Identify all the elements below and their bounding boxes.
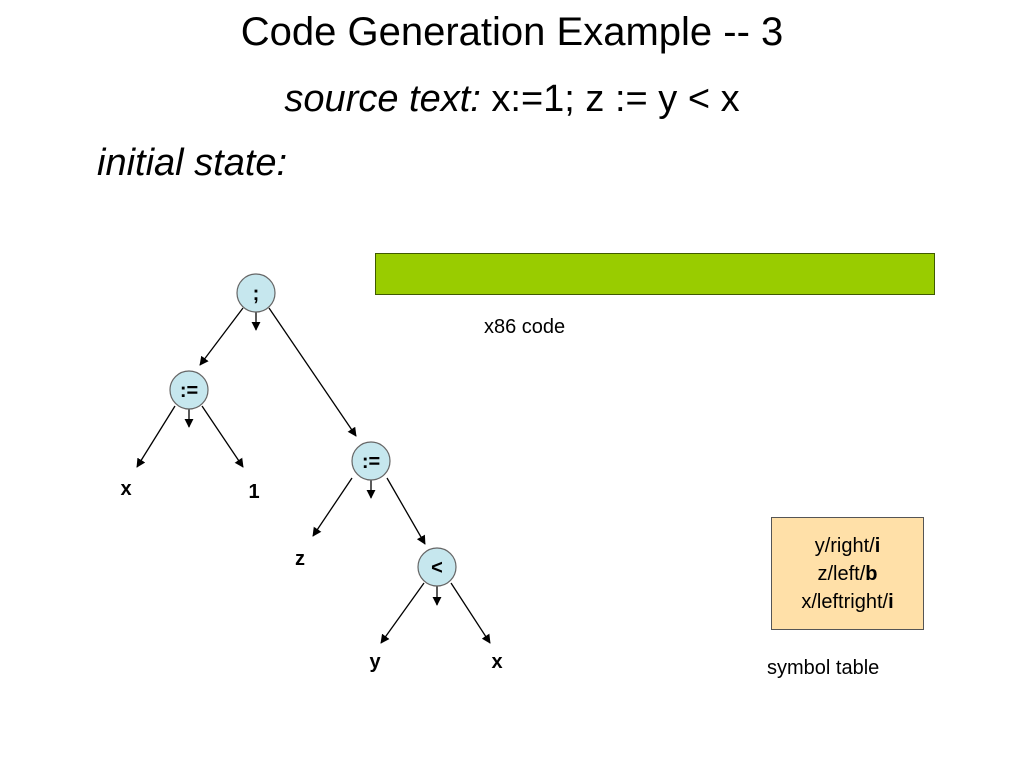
node-less [417, 547, 457, 587]
symbol-entry-z: z/left/b [817, 563, 878, 585]
edge-assign1-one [201, 405, 244, 468]
x86-code-area [375, 253, 935, 295]
leaf-one: 1 [248, 481, 259, 503]
node-root-label: ; [253, 283, 260, 305]
edge-root-assign1 [199, 307, 244, 366]
source-text-label: source text: [284, 78, 481, 120]
leaf-y: y [369, 651, 381, 673]
tree-nodes: ; := := < [169, 273, 457, 587]
tree-leaves: x 1 z y x [120, 478, 502, 673]
x86-code-caption: x86 code [484, 316, 566, 338]
edge-assign2-less [386, 477, 426, 545]
symbol-entry-y: y/right/i [814, 535, 881, 557]
edge-assign1-x [136, 405, 176, 468]
symbol-table-caption: symbol table [767, 657, 880, 679]
source-text-line: source text: x:=1; z := y < x [0, 78, 1024, 121]
edge-less-y [380, 582, 425, 644]
slide-title: Code Generation Example -- 3 [240, 10, 784, 54]
symbol-entry-x: x/leftright/i [801, 591, 894, 613]
tree-edges [136, 307, 491, 644]
node-assign1-label: := [180, 380, 198, 402]
leaf-z: z [295, 548, 305, 570]
node-assign2 [351, 441, 391, 481]
node-root [236, 273, 276, 313]
edge-assign2-z [312, 477, 353, 537]
node-assign2-label: := [362, 451, 380, 473]
source-text-code: x:=1; z := y < x [480, 78, 740, 120]
edge-less-x [450, 582, 491, 644]
node-less-label: < [431, 557, 443, 579]
edge-root-assign2 [268, 307, 357, 437]
node-assign1 [169, 370, 209, 410]
leaf-x-2: x [491, 651, 502, 673]
initial-state-label: initial state: [97, 142, 288, 184]
symbol-table: y/right/i z/left/b x/leftright/i [771, 517, 924, 630]
leaf-x: x [120, 478, 131, 500]
